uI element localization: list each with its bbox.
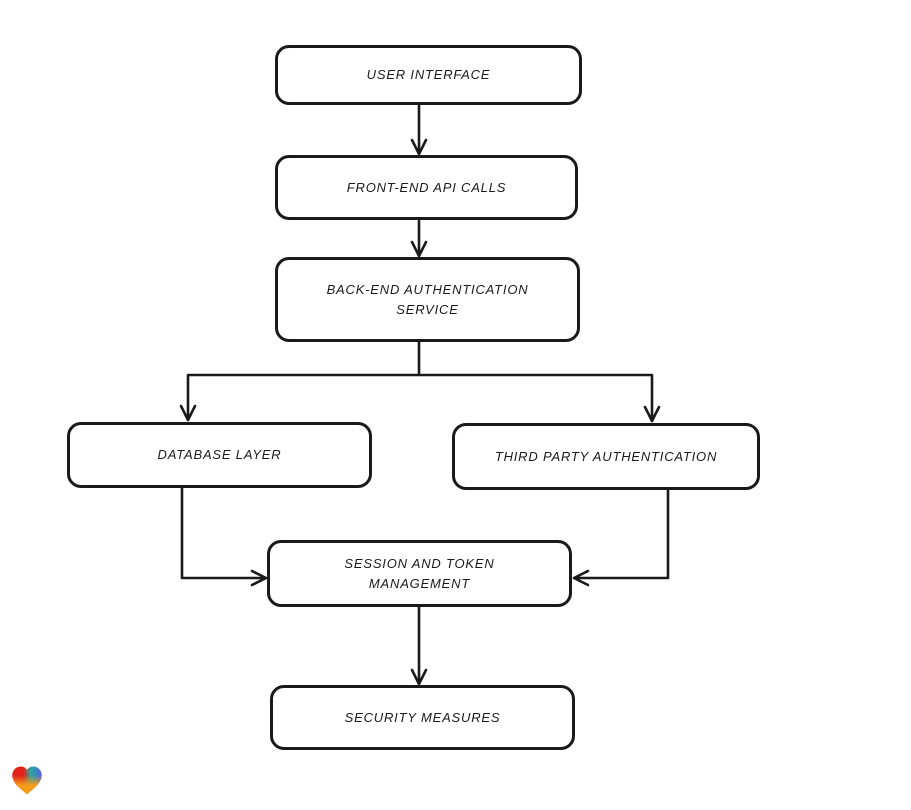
edge-database-layer-to-session-and-token-management bbox=[180, 486, 268, 587]
node-security-measures[interactable]: SECURITY MEASURES bbox=[270, 685, 575, 750]
node-label: USER INTERFACE bbox=[366, 67, 491, 82]
node-label: SERVICE bbox=[396, 301, 459, 317]
node-third-party-authentication[interactable]: THIRD PARTY AUTHENTICATION bbox=[452, 423, 760, 490]
node-label: MANAGEMENT bbox=[368, 575, 471, 591]
node-back-end-authentication-service[interactable]: BACK-END AUTHENTICATION SERVICE bbox=[275, 257, 580, 342]
node-label: THIRD PARTY AUTHENTICATION bbox=[494, 448, 718, 464]
node-label: BACK-END AUTHENTICATION bbox=[326, 281, 529, 297]
heart-icon bbox=[12, 766, 42, 795]
edge-third-party-authentication-to-session-and-token-management bbox=[572, 488, 670, 587]
eraser-heart-logo[interactable] bbox=[8, 761, 46, 799]
node-label: FRONT-END API CALLS bbox=[346, 179, 507, 195]
edge-front-end-api-calls-to-back-end-authentication-service bbox=[410, 219, 428, 258]
node-label: SECURITY MEASURES bbox=[344, 709, 501, 725]
node-user-interface[interactable]: USER INTERFACE bbox=[275, 45, 582, 105]
edge-user-interface-to-front-end-api-calls bbox=[410, 103, 428, 156]
edge-back-end-authentication-service-branch bbox=[179, 340, 661, 423]
node-label: DATABASE LAYER bbox=[157, 447, 282, 462]
node-front-end-api-calls[interactable]: FRONT-END API CALLS bbox=[275, 155, 578, 220]
node-database-layer[interactable]: DATABASE LAYER bbox=[67, 422, 372, 488]
node-label: SESSION AND TOKEN bbox=[344, 555, 495, 571]
edge-session-and-token-management-to-security-measures bbox=[410, 605, 428, 686]
node-session-and-token-management[interactable]: SESSION AND TOKEN MANAGEMENT bbox=[267, 540, 572, 607]
